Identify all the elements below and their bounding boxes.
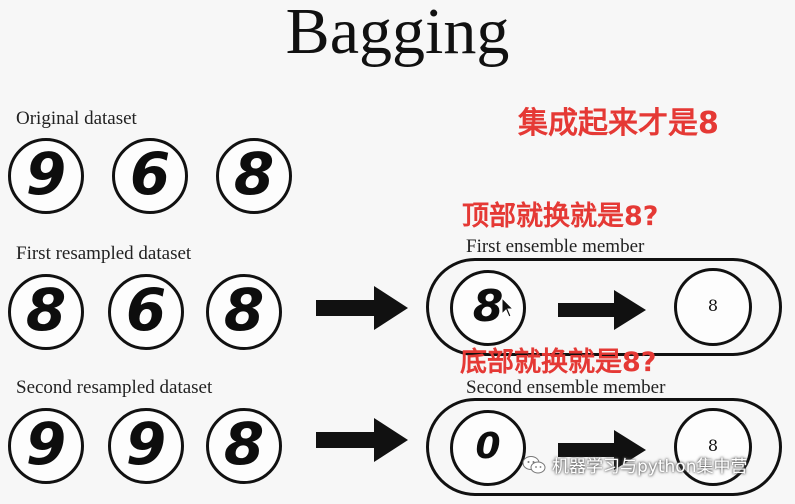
digit-circle: 8	[206, 408, 282, 484]
output-value: 8	[707, 295, 719, 315]
digit-glyph: 8	[25, 276, 67, 344]
digit-glyph: 8	[233, 140, 275, 208]
wechat-icon	[522, 455, 546, 473]
first-ensemble-member	[426, 258, 782, 356]
digit-circle: 9	[8, 138, 84, 214]
member-output-circle: 8	[674, 268, 752, 346]
first-member-label: First ensemble member	[466, 236, 645, 257]
digit-circle: 9	[8, 408, 84, 484]
output-value: 8	[707, 435, 719, 455]
digit-glyph: 9	[25, 140, 67, 208]
arrow-right-icon	[558, 430, 646, 470]
watermark-text: 机器学习与python集中营	[552, 457, 748, 477]
digit-circle: 6	[108, 274, 184, 350]
arrow-right-icon	[558, 290, 646, 330]
second-resampled-label: Second resampled dataset	[16, 377, 213, 398]
digit-circle: 6	[112, 138, 188, 214]
watermark: 机器学习与python集中营	[522, 452, 747, 477]
digit-glyph: 6	[129, 140, 171, 208]
digit-glyph: 6	[125, 276, 167, 344]
arrow-right-icon	[316, 418, 408, 462]
digit-glyph: 0	[475, 425, 501, 467]
digit-glyph: 8	[223, 410, 265, 478]
digit-glyph: 8	[223, 276, 265, 344]
member-input-circle: 0	[450, 410, 526, 486]
member-input-circle: 8	[450, 270, 526, 346]
second-ensemble-member	[426, 398, 782, 496]
annotation-first: 顶部就换就是8?	[462, 201, 659, 232]
member-output-circle: 8	[674, 408, 752, 486]
digit-glyph: 9	[25, 410, 67, 478]
digit-circle: 8	[216, 138, 292, 214]
digit-circle: 9	[108, 408, 184, 484]
arrow-right-icon	[316, 286, 408, 330]
digit-circle: 8	[8, 274, 84, 350]
annotation-second: 底部就换就是8?	[460, 347, 657, 378]
original-dataset-label: Original dataset	[16, 108, 137, 129]
digit-glyph: 9	[125, 410, 167, 478]
digit-glyph: 8	[472, 280, 504, 332]
cursor-arrow-icon	[501, 296, 515, 318]
first-resampled-label: First resampled dataset	[16, 243, 192, 264]
page-title: Bagging	[285, 0, 510, 68]
second-member-label: Second ensemble member	[466, 377, 666, 398]
annotation-top: 集成起来才是8	[518, 106, 719, 141]
digit-circle: 8	[206, 274, 282, 350]
